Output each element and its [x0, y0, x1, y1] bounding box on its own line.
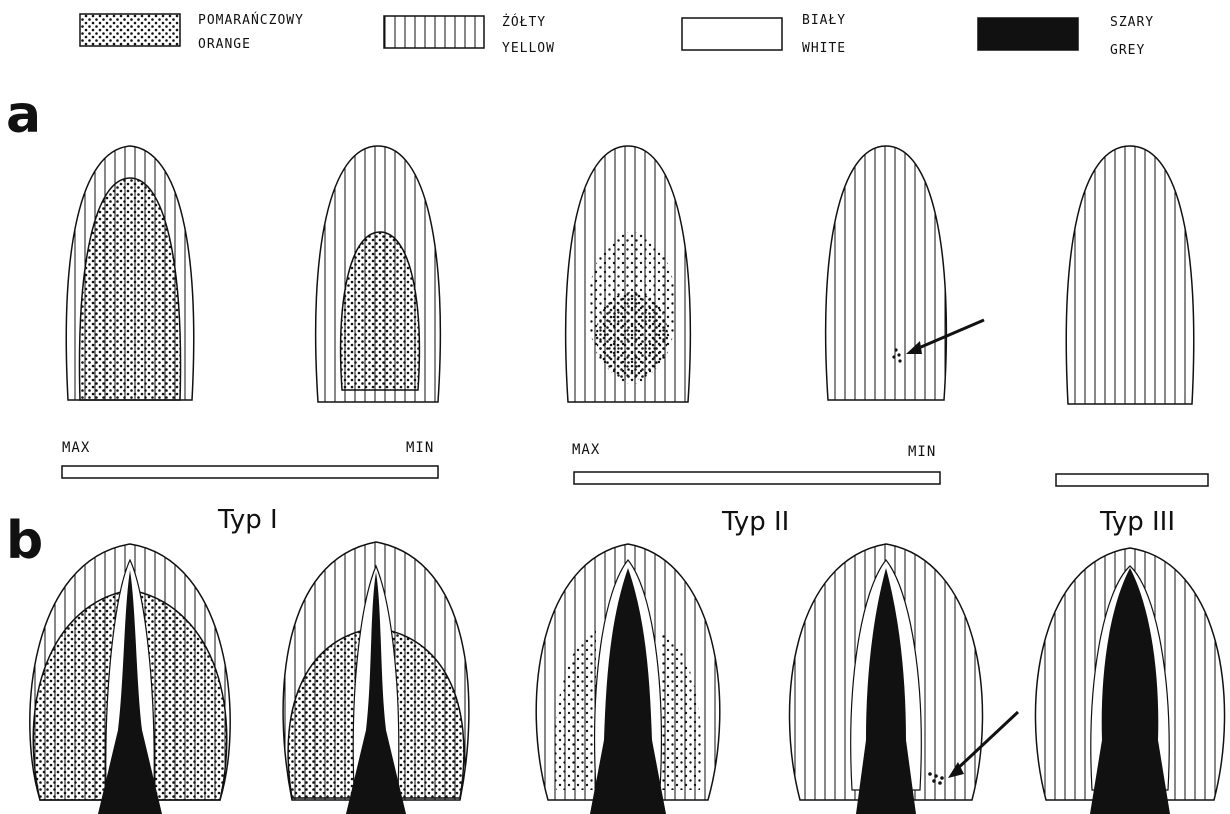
legend-label-pl: ŻÓŁTY — [502, 14, 546, 30]
legend-item-orange: POMARAŃCZOWY ORANGE — [80, 12, 304, 52]
scale-bar — [1056, 474, 1208, 486]
tooth-a5 — [1066, 146, 1193, 404]
scale-type3: Typ III — [1056, 474, 1208, 537]
panel-label-b: b — [6, 511, 43, 571]
panel-label-a: a — [6, 85, 41, 145]
tooth-b5 — [1035, 548, 1224, 814]
legend-swatch-white — [682, 18, 782, 50]
legend-item-yellow: ŻÓŁTY YELLOW — [384, 14, 555, 56]
legend-swatch-orange — [80, 14, 180, 46]
tooth-a1 — [66, 146, 193, 400]
type-label-2: Typ II — [721, 507, 789, 537]
scale-max-label: MAX — [62, 440, 90, 456]
type-label-3: Typ III — [1099, 507, 1175, 537]
row-b-teeth — [30, 542, 1225, 814]
legend-label-pl: BIAŁY — [802, 13, 846, 28]
scale-bar — [574, 472, 940, 484]
scale-type2: MAX MIN Typ II — [572, 442, 940, 537]
legend-label-en: YELLOW — [502, 41, 555, 56]
tooth-a2 — [316, 146, 441, 402]
tooth-a3 — [566, 146, 691, 402]
scale-bar — [62, 466, 438, 478]
legend: POMARAŃCZOWY ORANGE ŻÓŁTY YELLOW BIAŁY W… — [80, 12, 1154, 58]
scale-type1: MAX MIN Typ I — [62, 440, 438, 535]
tooth-a4 — [826, 146, 984, 400]
tooth-b3 — [536, 544, 720, 814]
legend-label-en: WHITE — [802, 41, 846, 56]
row-a-teeth — [66, 146, 1193, 404]
legend-swatch-yellow — [384, 16, 484, 48]
tooth-b4 — [790, 544, 1018, 814]
legend-label-pl: SZARY — [1110, 15, 1154, 30]
scale-min-label: MIN — [908, 444, 936, 460]
legend-label-pl: POMARAŃCZOWY — [198, 12, 304, 28]
tooth-b1 — [30, 544, 230, 814]
legend-item-grey: SZARY GREY — [978, 15, 1154, 58]
legend-label-en: ORANGE — [198, 37, 251, 52]
legend-item-white: BIAŁY WHITE — [682, 13, 846, 56]
type-label-1: Typ I — [217, 505, 278, 535]
legend-swatch-grey — [978, 18, 1078, 50]
scale-max-label: MAX — [572, 442, 600, 458]
tooth-b2 — [283, 542, 469, 814]
scale-min-label: MIN — [406, 440, 434, 456]
legend-label-en: GREY — [1110, 43, 1145, 58]
